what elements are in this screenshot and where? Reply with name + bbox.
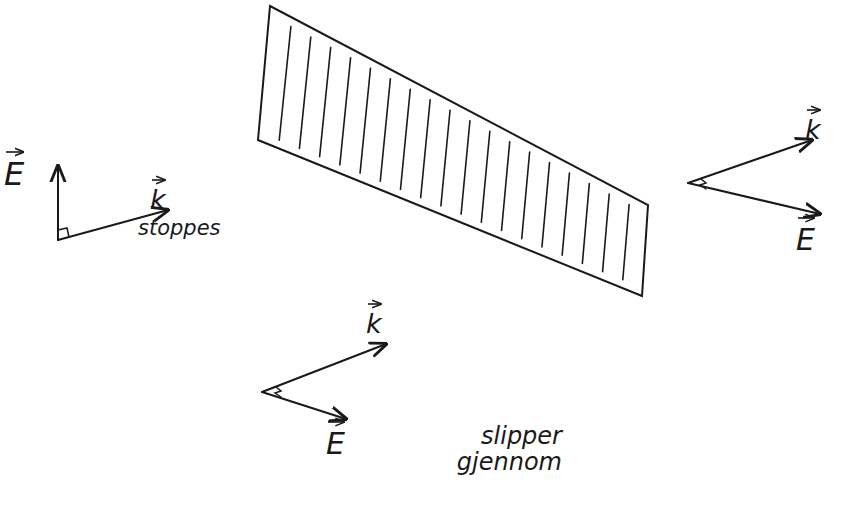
grid-wire (400, 89, 410, 189)
wire-grid (279, 26, 629, 279)
grid-wire (421, 100, 430, 198)
grid-wire (279, 26, 291, 140)
grid-wire (441, 110, 450, 206)
k-vector-arrow (688, 140, 812, 183)
grid-wire (360, 68, 370, 173)
vector-arrow-mark (798, 217, 814, 219)
vector-arrow-mark (807, 109, 820, 111)
e-vector-arrow (57, 166, 59, 240)
stops-note: stoppes (138, 208, 221, 240)
grid-wire (380, 79, 390, 181)
grid-wire (623, 205, 629, 280)
e-vector-arrow (688, 183, 820, 214)
e-vector-arrow (262, 392, 346, 419)
e-field-label: E (326, 418, 345, 460)
right-angle-mark (58, 228, 69, 237)
passes-note: slipper gjennom (452, 414, 562, 476)
angle-mark (700, 179, 706, 189)
angle-mark (275, 387, 281, 397)
vector-arrow-mark (6, 151, 23, 153)
grid-wire (542, 163, 550, 247)
grid-wire (461, 121, 470, 214)
wave-vector-label: k (805, 106, 821, 145)
e-field-label: E (796, 214, 815, 256)
grid-wire (603, 194, 610, 272)
vector-arrow-mark (152, 179, 165, 181)
grid-wire (481, 131, 490, 222)
grid-wire (522, 152, 530, 239)
wave-vector-label: k (366, 300, 382, 339)
grid-wire (340, 58, 351, 165)
k-vector-arrow (262, 344, 386, 392)
polarizer-frame (258, 6, 648, 296)
vector-arrow-mark (368, 303, 381, 305)
grid-wire (299, 37, 310, 148)
grid-wire (582, 184, 589, 264)
vector-arrow-mark (328, 421, 344, 423)
e-field-label: E (4, 148, 24, 192)
grid-wire (502, 142, 510, 231)
grid-wire (562, 173, 569, 255)
grid-wire (320, 47, 331, 156)
wave-vector-label: k (150, 176, 166, 215)
